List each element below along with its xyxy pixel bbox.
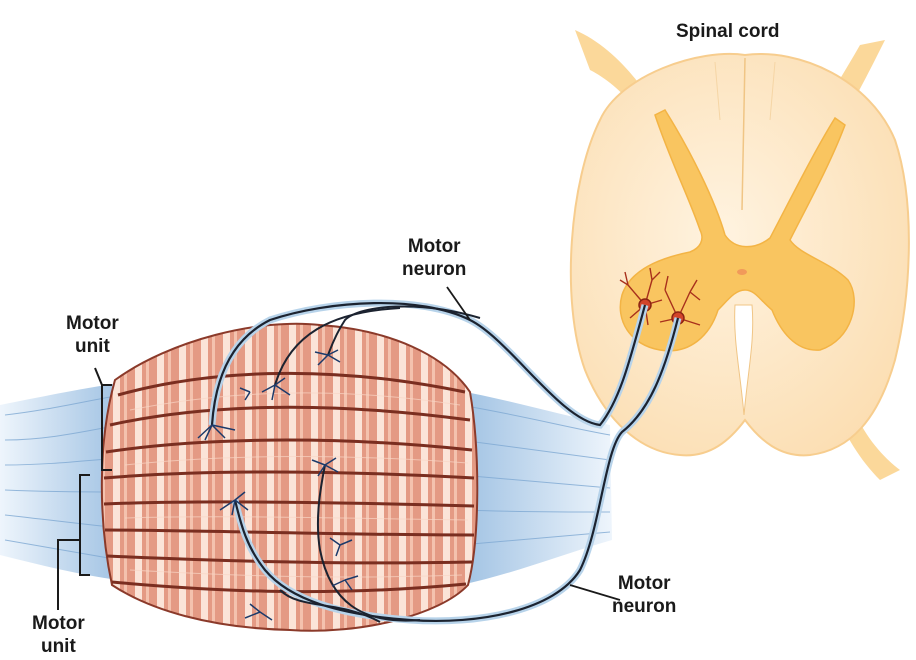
skeletal-muscle	[102, 324, 477, 631]
bracket-upper-stem	[95, 368, 102, 385]
spinal-cord	[571, 30, 909, 480]
label-motor-unit-lower: Motor unit	[32, 612, 85, 658]
label-motor-unit-upper: Motor unit	[66, 312, 119, 358]
label-spinal-cord: Spinal cord	[676, 20, 779, 43]
label-motor-neuron-lower: Motor neuron	[612, 572, 676, 618]
central-canal	[737, 269, 747, 275]
label-motor-neuron-upper: Motor neuron	[402, 235, 466, 281]
